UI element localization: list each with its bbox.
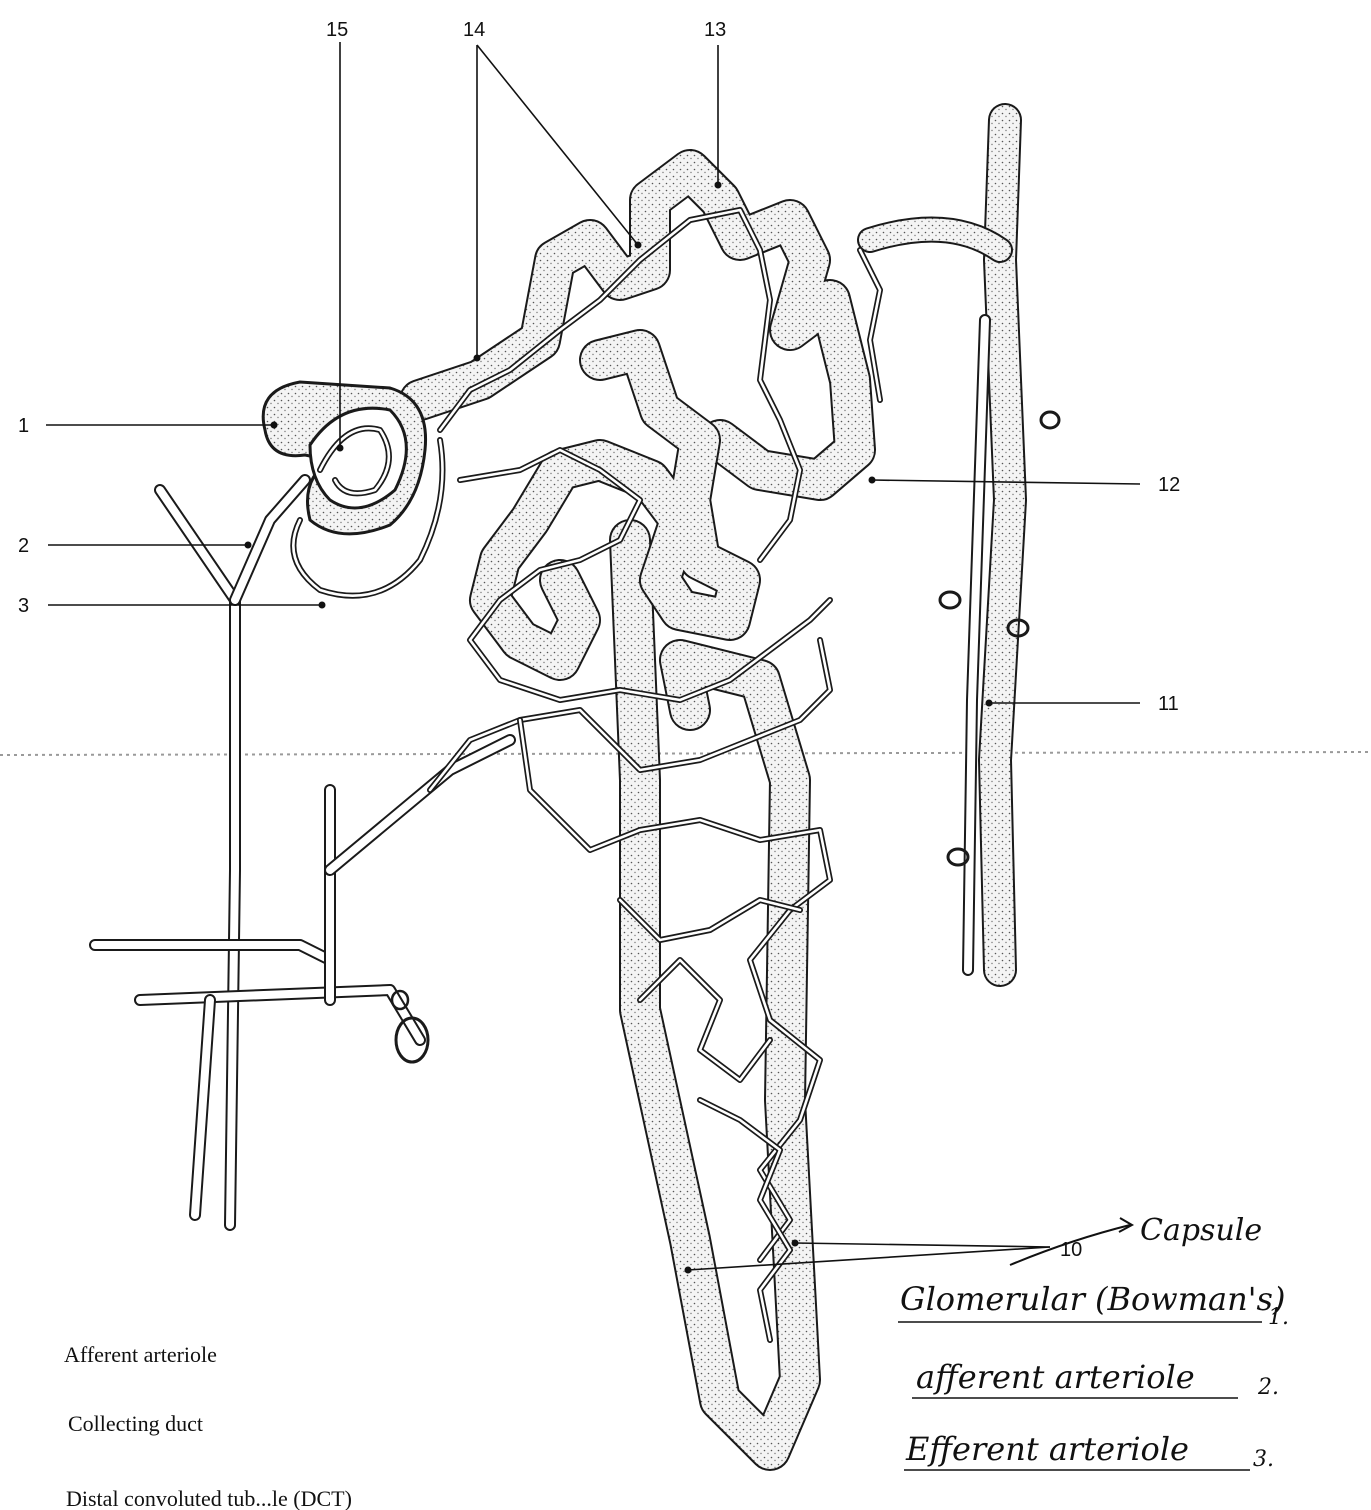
handwritten-line-2: afferent arteriole <box>916 1358 1195 1396</box>
callout-13: 13 <box>704 19 726 41</box>
callout-11: 11 <box>1158 693 1179 715</box>
key-item-2: Collecting duct <box>68 1411 203 1436</box>
key-item-1: Afferent arteriole <box>64 1342 217 1367</box>
handwritten-num-1: 1. <box>1268 1305 1289 1330</box>
handwritten-capsule: Capsule <box>1140 1213 1262 1248</box>
page-fold-line <box>0 752 1371 755</box>
callout-14: 14 <box>463 19 485 41</box>
callout-15: 15 <box>326 19 348 41</box>
callout-3: 3 <box>18 595 29 617</box>
handwritten-notes: Capsule Glomerular (Bowman's) 1. afferen… <box>898 1213 1289 1472</box>
collecting-duct <box>870 120 1010 970</box>
callout-12: 12 <box>1158 474 1180 496</box>
handwritten-line-3: Efferent arteriole <box>905 1430 1189 1468</box>
key-item-3: Distal convoluted tub...le (DCT) <box>66 1486 352 1510</box>
handwritten-num-3: 3. <box>1253 1447 1274 1472</box>
handwritten-num-2: 2. <box>1257 1375 1279 1400</box>
handwritten-line-1: Glomerular (Bowman's) <box>900 1280 1285 1318</box>
callout-1: 1 <box>18 415 29 437</box>
renal-vessels <box>95 480 510 1225</box>
key-list: Afferent arteriole Collecting duct Dista… <box>64 1342 352 1510</box>
callout-2: 2 <box>18 535 29 557</box>
